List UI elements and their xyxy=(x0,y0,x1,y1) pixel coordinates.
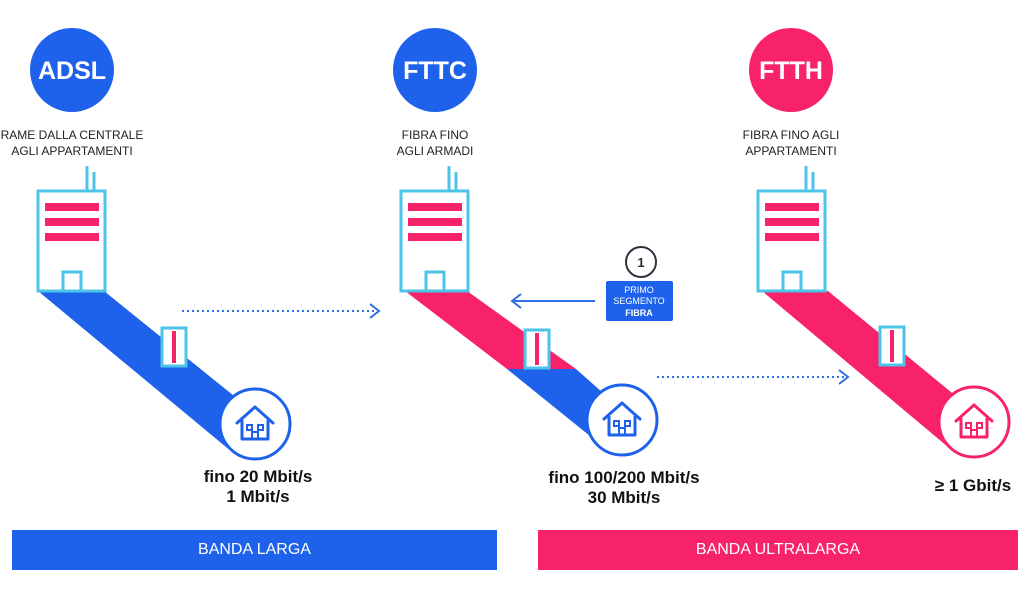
callout-line-3: FIBRA xyxy=(625,308,653,318)
ftth-speed-line-1: ≥ 1 Gbit/s xyxy=(935,476,1011,495)
ftth-label: FTTH xyxy=(759,57,823,85)
fttc-column: FTTC FIBRA FINO AGLI ARMADI fino 100/200… xyxy=(393,28,700,507)
house-icon xyxy=(218,387,292,461)
adsl-speed-line-1: fino 20 Mbit/s xyxy=(204,467,313,486)
callout: 1 PRIMO SEGMENTO FIBRA xyxy=(510,246,673,321)
fttc-speed-line-1: fino 100/200 Mbit/s xyxy=(548,468,699,487)
cabinet-icon xyxy=(160,326,188,368)
house-icon xyxy=(937,385,1011,459)
adsl-circle xyxy=(30,28,114,112)
callout-line-2: SEGMENTO xyxy=(613,296,664,306)
arrow-left-icon xyxy=(510,293,595,309)
adsl-description-line-2: AGLI APPARTAMENTI xyxy=(11,144,132,158)
cabinet-icon xyxy=(878,325,906,367)
cabinet-icon xyxy=(523,328,551,370)
building-icon xyxy=(756,166,827,293)
callout-number: 1 xyxy=(637,255,644,270)
banda-larga-bar: BANDA LARGA xyxy=(12,530,497,570)
ftth-description-line-2: APPARTAMENTI xyxy=(745,144,836,158)
ftth-cable xyxy=(762,291,985,447)
adsl-speed-line-2: 1 Mbit/s xyxy=(226,487,289,506)
banda-ultralarga-bar: BANDA ULTRALARGA xyxy=(538,530,1018,570)
house-icon xyxy=(585,383,659,457)
adsl-cable xyxy=(38,291,265,452)
ftth-column: FTTH FIBRA FINO AGLI APPARTAMENTI ≥ 1 Gb… xyxy=(743,28,1011,495)
fttc-label: FTTC xyxy=(403,57,467,85)
fttc-speed-line-2: 30 Mbit/s xyxy=(588,488,661,507)
callout-box xyxy=(606,281,673,321)
fttc-description-line-1: FIBRA FINO xyxy=(402,128,469,142)
adsl-label: ADSL xyxy=(38,57,106,85)
adsl-description-line-1: RAME DALLA CENTRALE xyxy=(1,128,144,142)
callout-line-1: PRIMO xyxy=(624,285,654,295)
ftth-circle xyxy=(749,28,833,112)
dotted-arrow-icon xyxy=(182,303,381,319)
adsl-column: ADSL RAME DALLA CENTRALE AGLI APPARTAMEN… xyxy=(1,28,313,506)
ftth-description-line-1: FIBRA FINO AGLI xyxy=(743,128,840,142)
building-icon xyxy=(36,166,107,293)
building-icon xyxy=(399,166,470,293)
fttc-circle xyxy=(393,28,477,112)
fttc-description-line-2: AGLI ARMADI xyxy=(397,144,474,158)
dotted-arrow-icon xyxy=(657,369,850,385)
callout-number-badge xyxy=(625,246,657,278)
